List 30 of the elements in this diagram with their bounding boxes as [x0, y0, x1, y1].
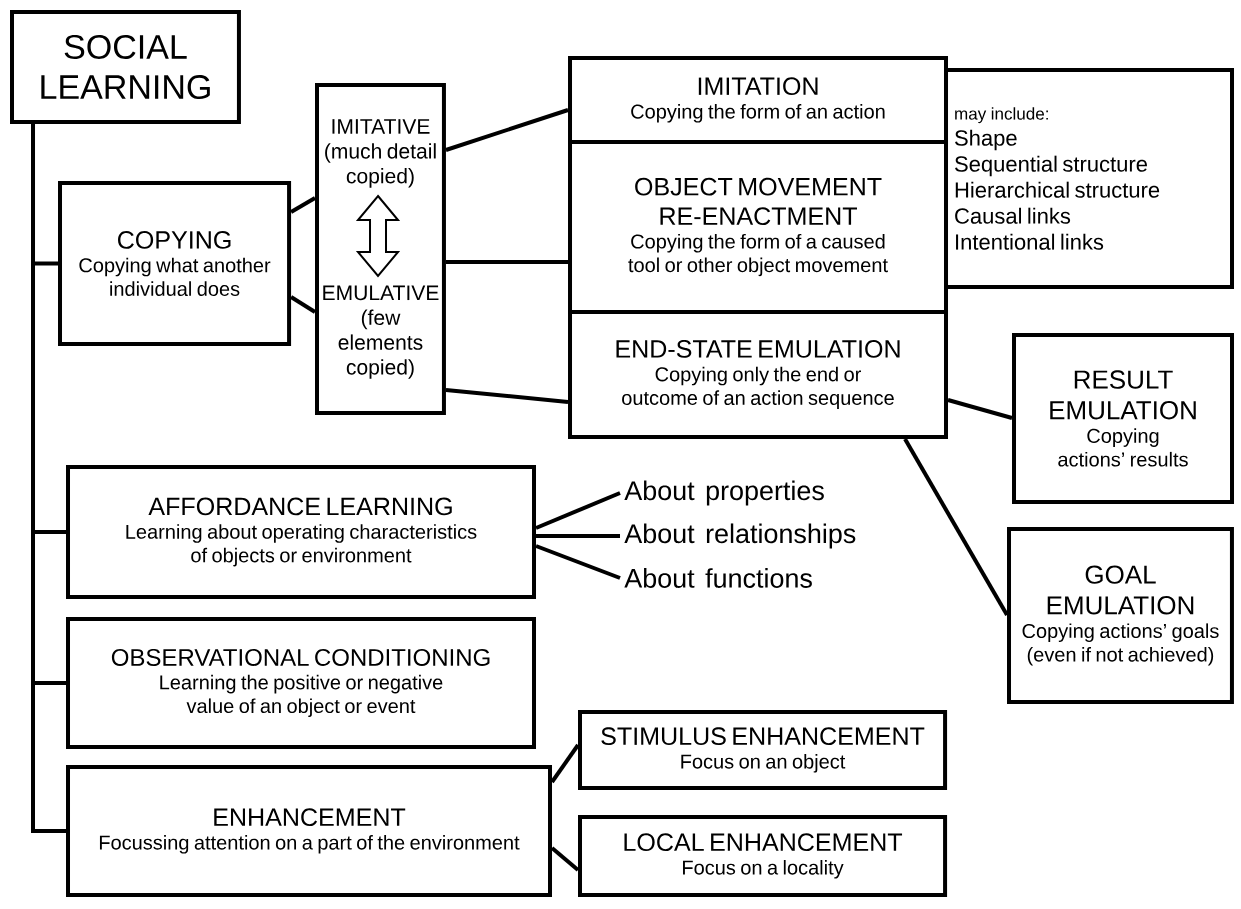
branch-label: About relationships [624, 523, 856, 549]
concept-box: LOCAL ENHANCEMENT Focus on a locality [578, 815, 948, 897]
concept-box: RESULT EMULATION Copying actions’ results [1012, 333, 1234, 504]
branch-label: About properties [624, 480, 824, 506]
concept-box: END-STATE EMULATION Copying only the end or outcome of an action sequence [568, 310, 948, 440]
connector-line [445, 388, 569, 404]
concept-box: COPYING Copying what another individual does [58, 181, 292, 347]
concept-box: OBSERVATIONAL CONDITIONING Learning the positive or negative value of an object or event [66, 617, 536, 749]
connector-line [536, 534, 620, 538]
connector-line [290, 295, 317, 314]
concept-box: AFFORDANCE LEARNING Learning about operating characteristics of objects or environment [66, 465, 536, 599]
connector-line [903, 438, 1009, 616]
connector-line [445, 260, 568, 264]
concept-box: STIMULUS ENHANCEMENT Focus on an object [578, 710, 948, 790]
concept-box: ENHANCEMENT Focussing attention on a part of the environment [66, 765, 552, 897]
connector-line [31, 124, 66, 833]
connector-line [535, 491, 621, 530]
list-box: may include: Shape Sequential structure Hierarchical structure Causal links Intentional links [944, 68, 1234, 290]
concept-box: OBJECT MOVEMENT RE-ENACTMENT Copying the form of a caused tool or other object movement [568, 140, 948, 314]
connector-line [550, 743, 580, 784]
title-box: SOCIAL LEARNING [10, 10, 241, 124]
concept-box: IMITATION Copying the form of an action [568, 56, 948, 144]
connector-line [550, 846, 580, 872]
connector-line [290, 196, 317, 214]
connector-line [947, 398, 1013, 420]
concept-box: GOAL EMULATION Copying actions’ goals (even if not achieved) [1007, 527, 1234, 705]
connector-line [535, 544, 621, 580]
connector-line [445, 108, 569, 152]
concept-box: IMITATIVE (much detail copied) EMULATIVE (few elements copied) [315, 83, 446, 415]
branch-label: About functions [624, 568, 812, 588]
